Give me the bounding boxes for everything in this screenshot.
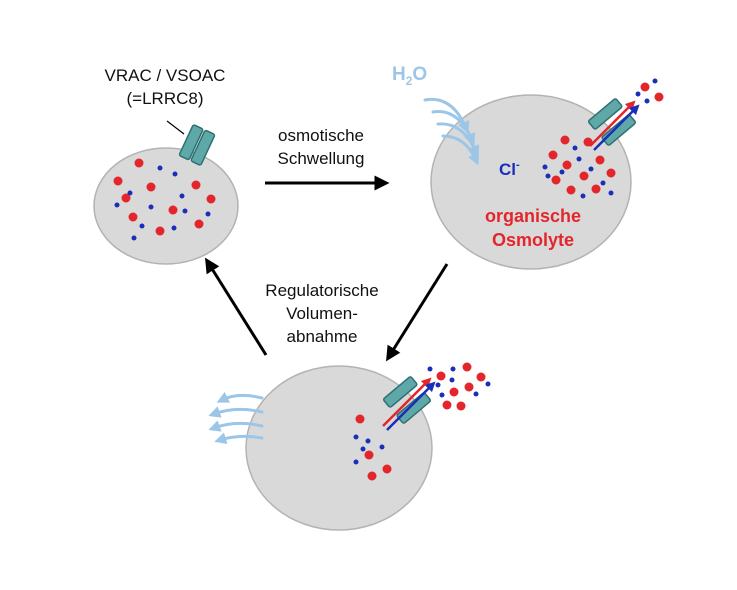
channel-label-line2: (=LRRC8)	[127, 89, 204, 108]
rvd-label-line2: Volumen-	[286, 304, 358, 323]
chloride-label: Cl-	[499, 159, 520, 179]
osmolyte-particles	[355, 414, 392, 481]
recovering-cell	[208, 362, 491, 531]
osmolyte-particles	[113, 158, 216, 236]
svg-text:VRAC / VSOAC: VRAC / VSOAC	[105, 66, 226, 85]
released-particles	[427, 362, 491, 411]
channel-label-line1: VRAC / VSOAC	[105, 66, 226, 85]
osmolyte-label-line2: Osmolyte	[492, 230, 574, 250]
svg-text:Volumen-: Volumen-	[286, 304, 358, 323]
svg-text:abnahme: abnahme	[287, 327, 358, 346]
osmolyte-particles	[548, 135, 616, 195]
swelling-label-line2: Schwellung	[278, 149, 365, 168]
swollen-cell	[423, 78, 664, 270]
released-particles	[635, 78, 664, 104]
svg-text:(=LRRC8): (=LRRC8)	[127, 89, 204, 108]
svg-text:Regulatorische: Regulatorische	[265, 281, 378, 300]
chloride-particles	[353, 434, 385, 465]
recovery-arrow	[205, 257, 268, 356]
svg-text:Schwellung: Schwellung	[278, 149, 365, 168]
chloride-efflux-arrow	[593, 104, 640, 151]
chloride-particles	[114, 165, 211, 241]
shrinking-arrow	[386, 263, 449, 362]
water-outflow-icon	[208, 391, 264, 445]
osmolyte-efflux-arrow	[589, 100, 636, 147]
vrac-channel	[178, 124, 216, 166]
svg-text:organische: organische	[485, 206, 581, 226]
svg-text:osmotische: osmotische	[278, 126, 364, 145]
vrac-channel	[587, 98, 637, 146]
svg-text:Osmolyte: Osmolyte	[492, 230, 574, 250]
rvd-label-line1: Regulatorische	[265, 281, 378, 300]
chloride-efflux-arrow	[386, 381, 436, 431]
chloride-particles	[542, 145, 614, 199]
channel-label-pointer	[166, 120, 185, 135]
water-inflow-icon	[423, 97, 480, 166]
water-label: H2O	[392, 64, 427, 88]
resting-cell	[93, 120, 239, 265]
osmolyte-efflux-arrow	[382, 377, 432, 427]
swelling-label-line1: osmotische	[278, 126, 364, 145]
rvd-label-line3: abnahme	[287, 327, 358, 346]
osmolyte-label-line1: organische	[485, 206, 581, 226]
vrac-channel	[382, 376, 432, 424]
